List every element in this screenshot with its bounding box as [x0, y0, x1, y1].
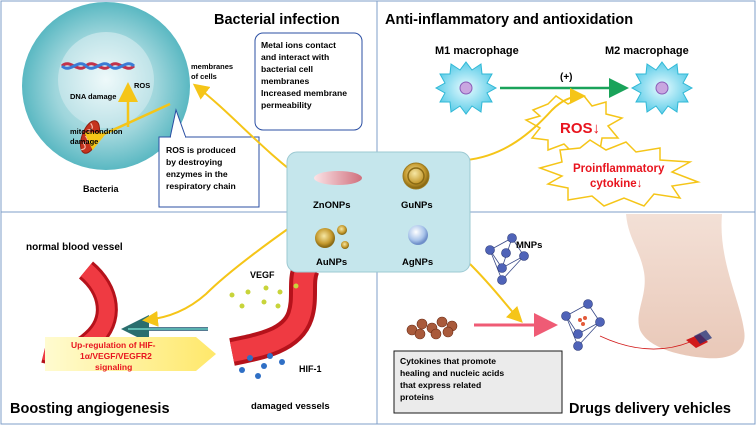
mnps-label: MNPs	[516, 240, 542, 251]
metal-ions-box	[254, 32, 363, 131]
znonps-label: ZnONPs	[313, 200, 350, 211]
proinflammatory-label-2: cytokine↓	[590, 178, 642, 190]
cytokines-cluster-icon	[406, 316, 458, 340]
upregulation-banner	[45, 337, 216, 371]
metal-ions-line-5: Increased membrane	[261, 88, 347, 98]
metal-ions-line-2: and interact with	[261, 52, 329, 62]
normal-vessel-label: normal blood vessel	[26, 242, 123, 253]
vegf-label: VEGF	[250, 270, 275, 280]
ros-box-line-2: by destroying	[166, 157, 222, 167]
title-bacterial-infection: Bacterial infection	[214, 12, 340, 28]
cytokines-box	[393, 350, 563, 414]
foot-icon	[626, 214, 745, 359]
arrow-to-macrophage	[465, 88, 586, 161]
dna-damage-label: DNA damage	[70, 92, 116, 101]
gunps-label: GuNPs	[401, 200, 433, 211]
title-drugs-delivery: Drugs delivery vehicles	[569, 401, 731, 417]
mitochondrion-label-1: mitochondrion	[70, 127, 123, 136]
upregulation-line-3: signaling	[95, 362, 132, 372]
cytokines-line-1: Cytokines that promote	[400, 356, 496, 366]
agnps-icon	[408, 225, 428, 245]
ros-callout-text: ROS is produced by destroying enzymes in…	[166, 145, 236, 191]
title-boosting-angiogenesis: Boosting angiogenesis	[10, 401, 170, 417]
mitochondrion-label-2: damage	[70, 137, 98, 146]
arrow-to-angiogenesis	[142, 225, 293, 327]
agnps-label: AgNPs	[402, 257, 433, 268]
cytokines-line-2: healing and nucleic acids	[400, 368, 504, 378]
gunps-icon	[402, 162, 430, 190]
aunps-label: AuNPs	[316, 257, 347, 268]
membranes-label-2: of cells	[191, 72, 217, 81]
metal-ions-line-1: Metal ions contact	[261, 40, 336, 50]
upregulation-line-1: Up-regulation of HIF-	[71, 340, 156, 350]
loaded-carrier-particles	[561, 299, 605, 351]
hif-label: HIF-1	[299, 364, 322, 374]
title-anti-inflammatory: Anti-inflammatory and antioxidation	[385, 12, 633, 28]
arrow-to-delivery	[469, 263, 523, 323]
bacteria-label: Bacteria	[83, 184, 120, 194]
hif-dots	[239, 353, 285, 379]
cytokines-line-4: proteins	[400, 392, 434, 402]
ros-box-line-3: enzymes in the	[166, 169, 228, 179]
proinflammatory-burst-shape	[537, 139, 701, 207]
ros-box-line-4: respiratory chain	[166, 181, 236, 191]
damaged-vessels-label: damaged vessels	[251, 401, 330, 412]
aunps-icon	[315, 225, 349, 249]
cytokines-line-3: that express related	[400, 380, 481, 390]
m1-macrophage-label: M1 macrophage	[435, 45, 519, 57]
ros-label: ROS	[134, 81, 150, 90]
membranes-label-1: membranes	[191, 62, 233, 71]
metal-ions-line-4: membranes	[261, 76, 309, 86]
upregulation-line-2: 1α/VEGF/VEGFR2	[80, 351, 152, 361]
znonps-icon	[314, 171, 362, 185]
proinflammatory-label-1: Proinflammatory	[573, 163, 665, 175]
loaded-cargo	[578, 316, 587, 326]
wound-icon	[686, 330, 712, 348]
m2-macrophage-label: M2 macrophage	[605, 45, 689, 57]
metal-ions-line-6: permeability	[261, 100, 312, 110]
mnps-particles	[485, 233, 529, 285]
plus-label: (+)	[560, 72, 573, 83]
nanoparticles-panel	[286, 151, 471, 273]
delivery-path	[599, 335, 691, 350]
ros-callout-box	[158, 136, 260, 208]
ros-box-line-1: ROS is produced	[166, 145, 236, 155]
bacteria-illustration	[22, 2, 190, 170]
vegf-dots	[229, 283, 299, 309]
metal-ions-text: Metal ions contact and interact with bac…	[261, 40, 347, 110]
m2-macrophage-icon	[630, 61, 694, 115]
dna-icon	[60, 62, 136, 70]
metal-ions-line-3: bacterial cell	[261, 64, 313, 74]
m1-macrophage-icon	[434, 61, 498, 115]
ros-down-label: ROS↓	[560, 120, 600, 137]
